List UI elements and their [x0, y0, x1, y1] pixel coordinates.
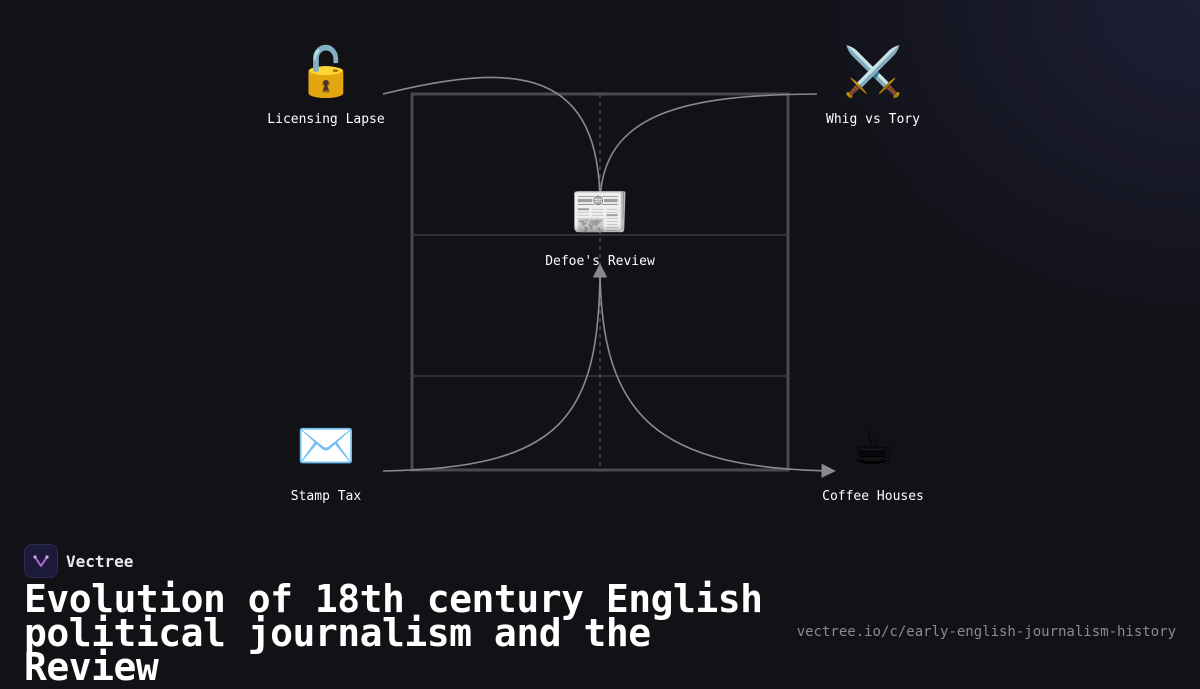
node-whig-vs-tory[interactable]: ⚔️ Whig vs Tory: [826, 44, 920, 127]
node-defoes-review[interactable]: 📰 Defoe's Review: [545, 184, 655, 269]
node-stamp-tax[interactable]: ✉️ Stamp Tax: [291, 418, 362, 504]
envelope-icon: ✉️: [296, 418, 356, 474]
node-label-whig-vs-tory: Whig vs Tory: [826, 112, 920, 127]
node-coffee-houses[interactable]: ☕ Coffee Houses: [822, 420, 924, 504]
edge-review-to-coffee: [599, 265, 836, 478]
node-label-defoes-review: Defoe's Review: [545, 254, 655, 269]
node-label-stamp-tax: Stamp Tax: [291, 489, 362, 504]
page-title: Evolution of 18th century English politi…: [24, 577, 763, 689]
source-url[interactable]: vectree.io/c/early-english-journalism-hi…: [796, 624, 1176, 640]
node-label-licensing-lapse: Licensing Lapse: [267, 112, 385, 127]
vectree-logo-mark: [33, 555, 49, 567]
crossed-swords-icon: ⚔️: [843, 44, 903, 100]
brand-name: Vectree: [66, 551, 134, 571]
concept-diagram: 🔓 Licensing Lapse ⚔️ Whig vs Tory 📰 Defo…: [267, 44, 924, 504]
newspaper-icon: 📰: [570, 184, 630, 240]
edge-licensing-to-review: [382, 76, 608, 208]
vectree-logo-icon: [24, 544, 58, 578]
node-licensing-lapse[interactable]: 🔓 Licensing Lapse: [267, 44, 385, 127]
unlocked-padlock-icon: 🔓: [296, 44, 356, 100]
node-label-coffee-houses: Coffee Houses: [822, 489, 924, 504]
edge-stamp-to-review: [382, 263, 608, 472]
edge-whig-to-review: [599, 93, 818, 206]
coffee-cup-icon: ☕: [851, 420, 894, 476]
brand[interactable]: Vectree: [24, 544, 133, 578]
